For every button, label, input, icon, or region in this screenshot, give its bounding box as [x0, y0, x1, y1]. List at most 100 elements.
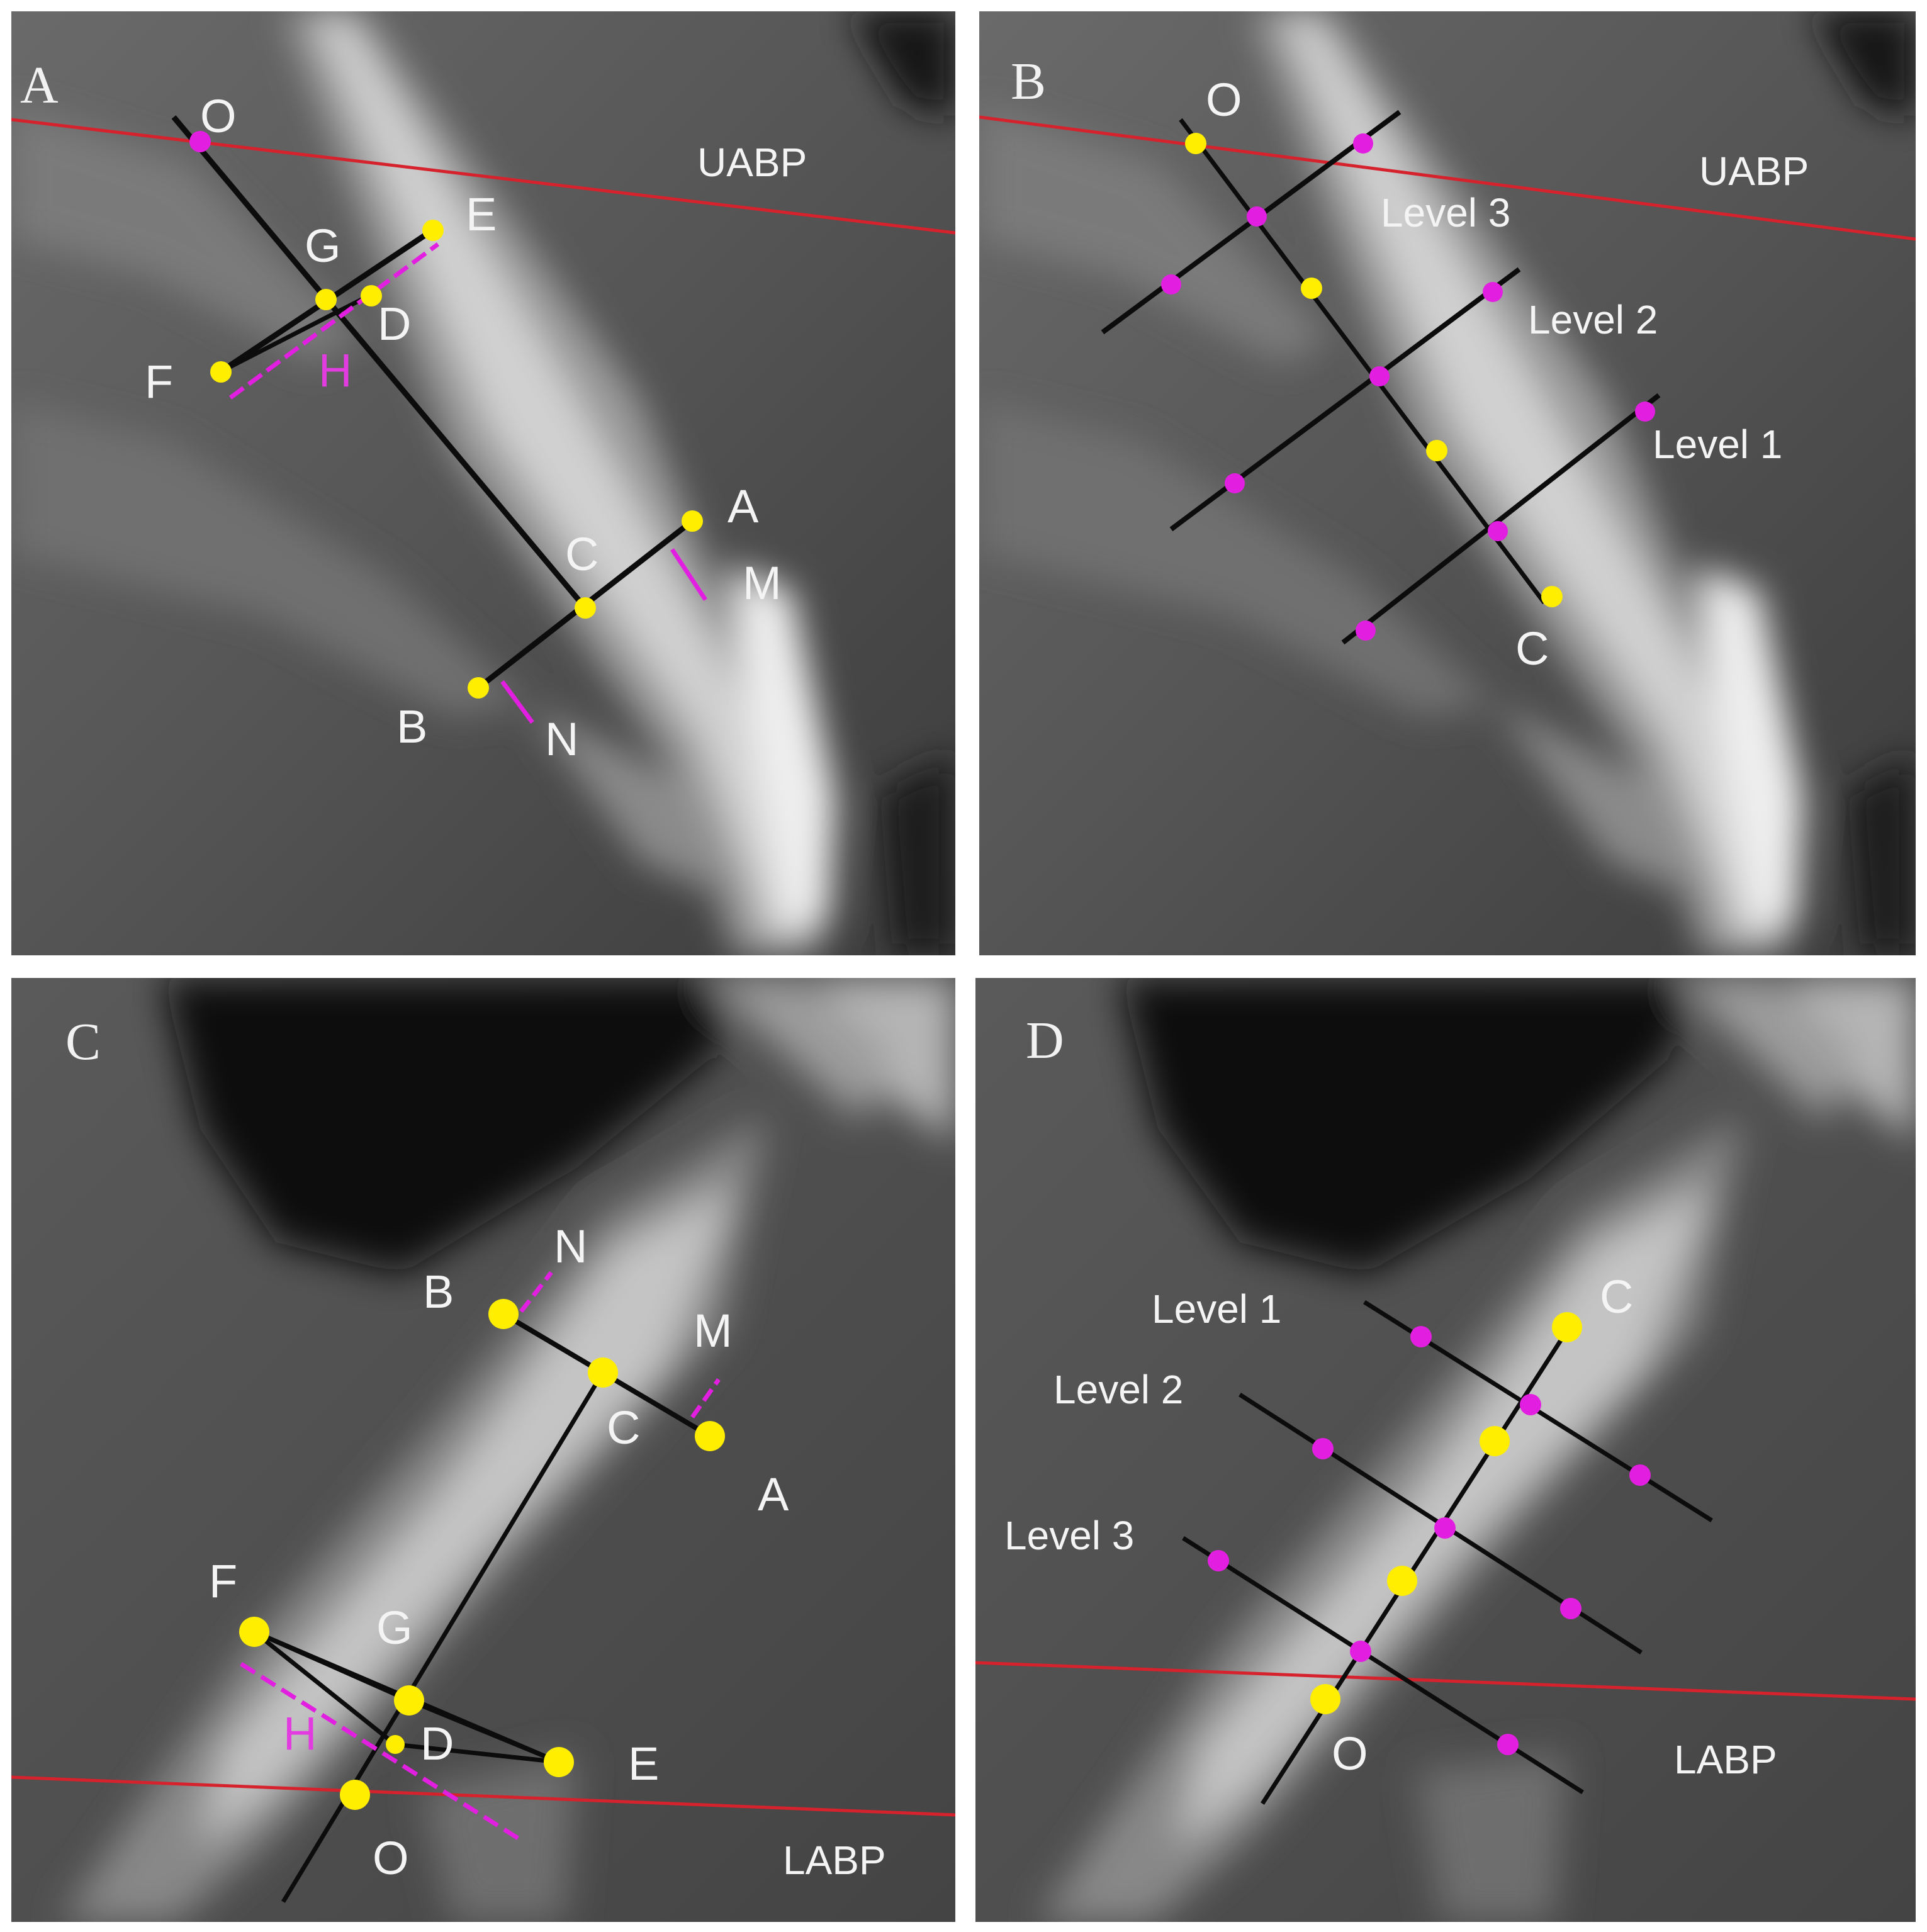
point-d [386, 1735, 405, 1754]
label-h: H [283, 1707, 317, 1760]
label-e: E [466, 188, 497, 240]
level-1-end-point [1410, 1326, 1432, 1347]
label-o: O [1332, 1727, 1368, 1780]
level-2-label: Level 2 [1528, 297, 1658, 342]
level-1-end-point [1635, 402, 1655, 422]
line-fd [219, 293, 370, 374]
line-de [395, 1742, 559, 1765]
point-e [544, 1747, 574, 1777]
point-a [695, 1421, 725, 1451]
panel-c-image [11, 978, 955, 1922]
level-3-label: Level 3 [1004, 1513, 1135, 1558]
level-1-axis-point [1520, 1394, 1541, 1415]
level-1-end-point [1356, 621, 1376, 641]
level-1-line [1341, 393, 1661, 645]
point-d [361, 285, 382, 306]
panel-letter: B [1011, 52, 1047, 111]
level-1-label: Level 1 [1152, 1286, 1282, 1332]
level-2-end-point [1225, 473, 1245, 493]
label-a: A [758, 1468, 789, 1520]
label-f: F [209, 1555, 238, 1607]
point-g [394, 1685, 424, 1716]
label-b: B [396, 700, 428, 753]
level-3-axis-point [1350, 1641, 1371, 1662]
label-c: C [607, 1401, 641, 1454]
label-o: O [373, 1832, 409, 1884]
panel-c: C LABP N B M C A F G H D E O [11, 978, 955, 1922]
level-3-end-point [1161, 274, 1181, 295]
axis-line-oc [1179, 118, 1546, 605]
point-g [315, 289, 337, 310]
label-b: B [423, 1266, 454, 1318]
plane-label: LABP [783, 1838, 886, 1883]
point-b [468, 677, 489, 699]
point-yellow-1 [1480, 1426, 1510, 1456]
point-o [1310, 1684, 1340, 1714]
label-c: C [1515, 622, 1549, 675]
label-o: O [1206, 74, 1242, 126]
point-f [210, 361, 232, 383]
label-g: G [305, 220, 341, 272]
point-b [488, 1299, 519, 1329]
level-2-end-point [1560, 1598, 1581, 1619]
line-n [519, 1271, 553, 1313]
level-3-end-point [1208, 1550, 1229, 1571]
line-ge [408, 1698, 560, 1765]
level-1-axis-point [1488, 521, 1508, 541]
label-c: C [1600, 1271, 1634, 1323]
level-3-end-point [1353, 133, 1373, 154]
level-2-end-point [1312, 1438, 1334, 1459]
plane-label: LABP [1674, 1737, 1777, 1782]
label-f: F [145, 356, 174, 408]
point-c [575, 597, 596, 619]
line-h [240, 1662, 522, 1842]
level-3-label: Level 3 [1381, 190, 1511, 235]
line-h [228, 242, 440, 400]
point-c [1552, 1312, 1582, 1342]
plane-label: UABP [1699, 149, 1809, 194]
point-c [588, 1357, 618, 1388]
label-a: A [728, 480, 759, 532]
point-a [682, 510, 703, 532]
level-2-label: Level 2 [1053, 1367, 1184, 1412]
label-o: O [200, 90, 237, 142]
level-1-end-point [1629, 1464, 1651, 1486]
label-g: G [376, 1602, 413, 1654]
panel-d: D LABP C O Level 1 Level 2 Level 3 [975, 978, 1916, 1922]
line-n [500, 680, 534, 724]
line-fd [252, 1630, 397, 1746]
level-1-label: Level 1 [1653, 422, 1783, 467]
uabp-line [11, 118, 955, 235]
axis-line-oc [281, 1371, 605, 1903]
label-n: N [545, 713, 579, 765]
point-yellow-1 [1301, 278, 1322, 299]
label-c: C [565, 528, 599, 580]
panel-a: A UABP O G E D F H C A M B N [11, 11, 955, 955]
level-3-axis-point [1247, 206, 1267, 227]
point-o [340, 1780, 370, 1810]
point-yellow-2 [1387, 1566, 1417, 1596]
labp-line [975, 1661, 1916, 1701]
panel-d-image [975, 978, 1916, 1922]
panel-b-image [979, 11, 1916, 955]
level-3-end-point [1497, 1734, 1519, 1755]
plane-label: UABP [697, 140, 807, 185]
label-h: H [318, 344, 352, 396]
panel-letter: A [20, 56, 59, 115]
uabp-line [979, 115, 1916, 241]
label-m: M [743, 557, 782, 609]
panel-letter: C [65, 1013, 101, 1071]
line-m [670, 548, 707, 601]
panel-a-image [11, 11, 955, 955]
point-f [239, 1617, 269, 1647]
label-d: D [420, 1717, 454, 1770]
point-o [1185, 133, 1206, 154]
label-n: N [554, 1220, 588, 1272]
level-2-axis-point [1369, 366, 1390, 386]
point-e [422, 220, 444, 241]
panel-b: B UABP O C Level 3 Level 2 Level 1 [979, 11, 1916, 955]
axis-line-oc [171, 115, 588, 610]
point-c [1541, 586, 1563, 607]
point-o [189, 131, 211, 152]
level-2-end-point [1483, 282, 1503, 302]
